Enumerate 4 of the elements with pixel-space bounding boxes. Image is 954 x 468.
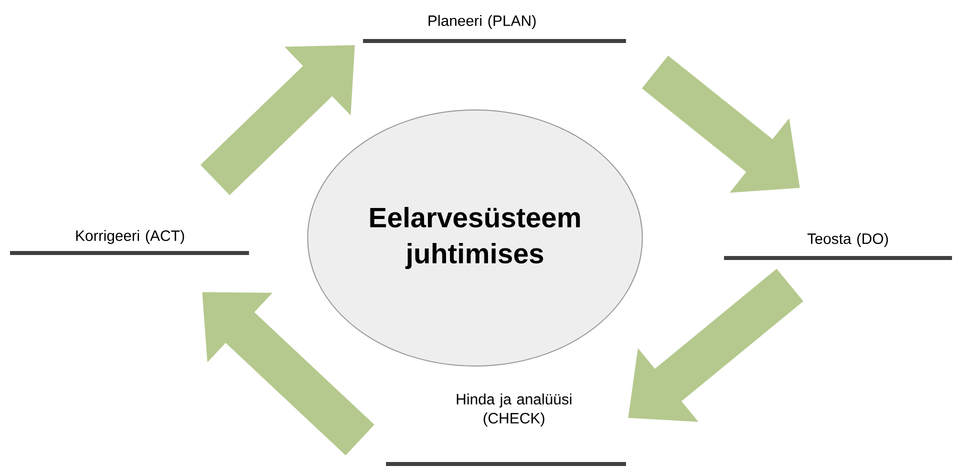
stage-label: Hinda ja analüüsi (CHECK) [456, 394, 572, 426]
stage-label: Korrigeeri (ACT) [76, 230, 184, 244]
stage-label: Teosta (DO) [807, 233, 888, 247]
stage-label: Planeeri (PLAN) [428, 15, 536, 29]
